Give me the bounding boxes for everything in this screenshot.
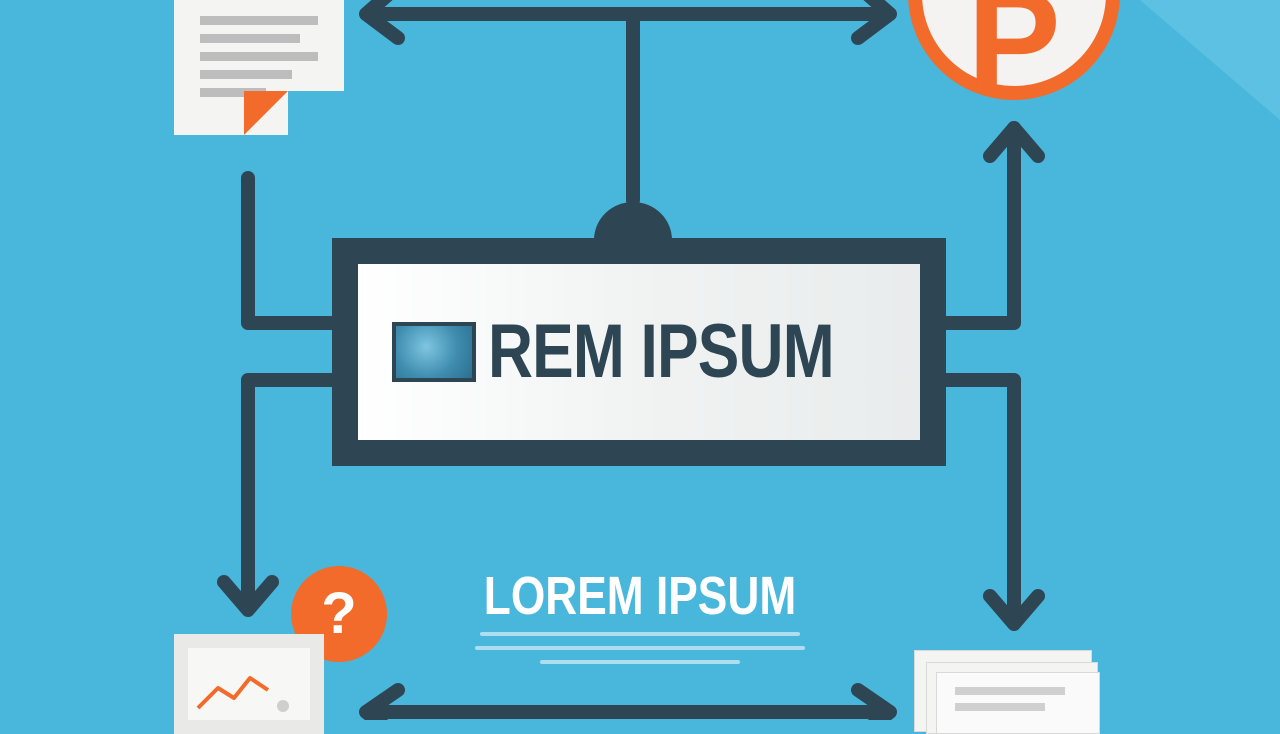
caption-placeholder (470, 632, 810, 674)
chart-card-icon (174, 634, 324, 734)
left-lower-connector (241, 373, 339, 613)
caption-line (475, 646, 805, 650)
question-mark-icon: ? (291, 566, 387, 662)
left-down-arrowhead (217, 575, 279, 617)
center-dome (594, 202, 672, 240)
center-title-box: REM IPSUM (332, 238, 946, 466)
right-down-arrowhead (983, 589, 1045, 631)
doc-fold (244, 91, 288, 135)
bottom-title: LOREM IPSUM (483, 566, 797, 626)
doc-line (200, 16, 318, 25)
p-badge-letter: P (922, 0, 1106, 118)
document-icon (174, 0, 344, 135)
doc-line (200, 34, 300, 43)
chart-sparkline-icon (196, 676, 289, 712)
parking-letter-icon: P (908, 0, 1120, 118)
doc-line (200, 52, 318, 61)
center-title: REM IPSUM (488, 309, 835, 394)
top-left-arrowhead (359, 0, 405, 45)
doc-line (955, 687, 1065, 695)
logo-mark-icon (392, 322, 476, 382)
right-up-arrowhead (983, 121, 1045, 163)
doc-line (200, 70, 292, 79)
top-right-arrowhead (851, 0, 897, 45)
connector-lines (217, 0, 1045, 720)
doc-corner-cut (288, 91, 344, 135)
stacked-documents-icon (914, 650, 1100, 734)
right-upper-connector (939, 121, 1021, 330)
chart-card-inner (188, 648, 310, 720)
doc-line (955, 703, 1045, 711)
caption-line (540, 660, 740, 664)
doc-sheet (936, 672, 1100, 734)
center-title-panel: REM IPSUM (358, 264, 920, 440)
bottom-right-arrowhead (851, 683, 897, 720)
caption-line (480, 632, 800, 636)
right-lower-connector (939, 373, 1021, 629)
left-upper-connector (241, 171, 339, 330)
logo-mark-image (396, 326, 472, 378)
bottom-left-arrowhead (359, 683, 405, 720)
doc-line (200, 88, 266, 97)
light-band (1140, 0, 1280, 120)
